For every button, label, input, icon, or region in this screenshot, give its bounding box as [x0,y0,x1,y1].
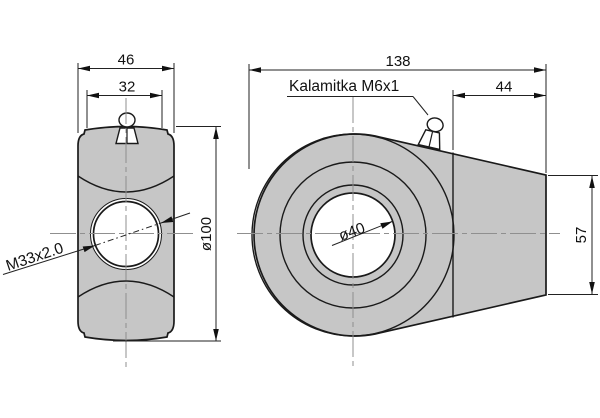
arrowhead [87,92,99,99]
arrowhead [453,92,465,99]
dim-32-label: 32 [119,79,136,96]
arrowhead [534,92,546,99]
arrowhead [82,245,95,253]
dim-o100: ø100 [113,126,221,342]
dim-57: 57 [548,175,598,295]
grease-nipple-icon [417,117,444,151]
grease-nipple-icon [115,112,139,145]
grease-nipple-flat [428,131,434,148]
arrowhead [534,67,546,73]
right-view-body [253,133,547,337]
grease-nipple-ball [118,112,136,128]
dim-44-label: 44 [496,79,513,96]
arrowhead [589,282,595,294]
dim-46-label: 46 [118,52,135,69]
right-view: 138 44 57 ø40 Kalamitka M [237,53,598,367]
arrowhead [150,92,162,99]
left-view-lower-arc [77,280,175,298]
grease-fitting-label: Kalamitka M6x1 [289,78,399,95]
dim-o100-label: ø100 [198,217,215,251]
dim-57-label: 57 [573,227,590,244]
dim-32: 32 [86,79,163,128]
dim-138: 138 [248,53,547,173]
dim-46: 46 [77,52,175,133]
dim-44: 44 [452,79,546,150]
arrowhead [213,127,219,139]
arrowhead [589,176,595,188]
grease-nipple-ball [426,117,444,133]
arrowhead [213,329,219,341]
grease-fitting-callout: Kalamitka M6x1 [287,78,429,116]
dim-138-label: 138 [385,53,410,70]
arrowhead [161,216,174,223]
arrowhead [162,65,174,72]
left-view: 46 32 ø100 M33x2.0 [2,52,221,368]
thread-label: M33x2.0 [4,240,66,275]
arrowhead [249,67,261,73]
arrowhead [380,221,393,229]
arrowhead [78,65,90,72]
